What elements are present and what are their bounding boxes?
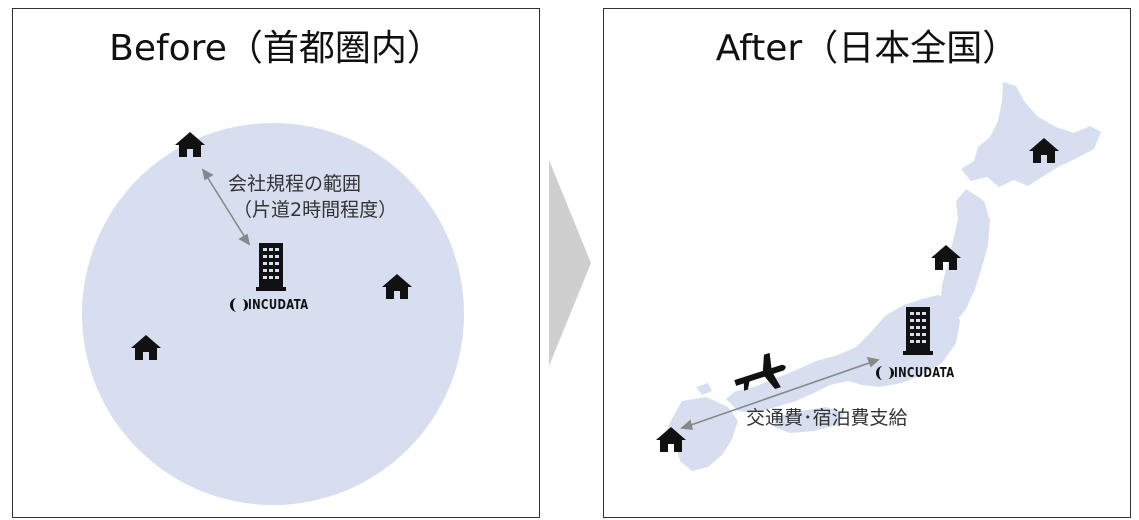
house-icon	[131, 335, 161, 360]
before-title: Before（首都圏内）	[109, 28, 443, 69]
range-caption-line2: （片道2時間程度）	[233, 199, 398, 221]
house-icon	[931, 245, 961, 270]
transition-chevron-icon	[549, 160, 591, 366]
before-panel: Before（首都圏内） 会社規程の範囲 （片道2時間程度） INCUDATA	[12, 8, 540, 518]
incudata-logo-icon	[230, 298, 248, 312]
house-icon	[656, 427, 686, 452]
house-icon	[175, 132, 205, 157]
house-icon	[382, 274, 412, 299]
honshu-central-shape	[726, 295, 960, 413]
range-caption-line1: 会社規程の範囲	[228, 173, 362, 195]
commute-range-circle	[82, 123, 464, 505]
range-double-arrow	[201, 168, 251, 246]
japan-map	[666, 82, 1101, 471]
incudata-brand-text: INCUDATA	[248, 298, 309, 313]
house-icon	[1029, 138, 1059, 163]
office-building-icon	[256, 243, 286, 291]
before-canvas	[82, 123, 464, 505]
after-canvas	[656, 82, 1101, 471]
incudata-brand-text: INCUDATA	[894, 366, 955, 381]
airplane-icon	[734, 352, 786, 391]
travel-double-arrow	[680, 356, 880, 430]
after-title: After（日本全国）	[715, 28, 1019, 69]
after-panel: After（日本全国） 交通費･宿泊費支給 INCUDATA	[603, 8, 1131, 518]
office-building-icon	[903, 307, 933, 355]
honshu-north-shape	[940, 189, 990, 321]
shikoku-shape	[774, 407, 844, 433]
hokkaido-shape	[961, 82, 1101, 187]
island-shape	[696, 383, 712, 395]
travel-caption: 交通費･宿泊費支給	[746, 407, 908, 429]
incudata-logo-icon	[876, 366, 894, 380]
